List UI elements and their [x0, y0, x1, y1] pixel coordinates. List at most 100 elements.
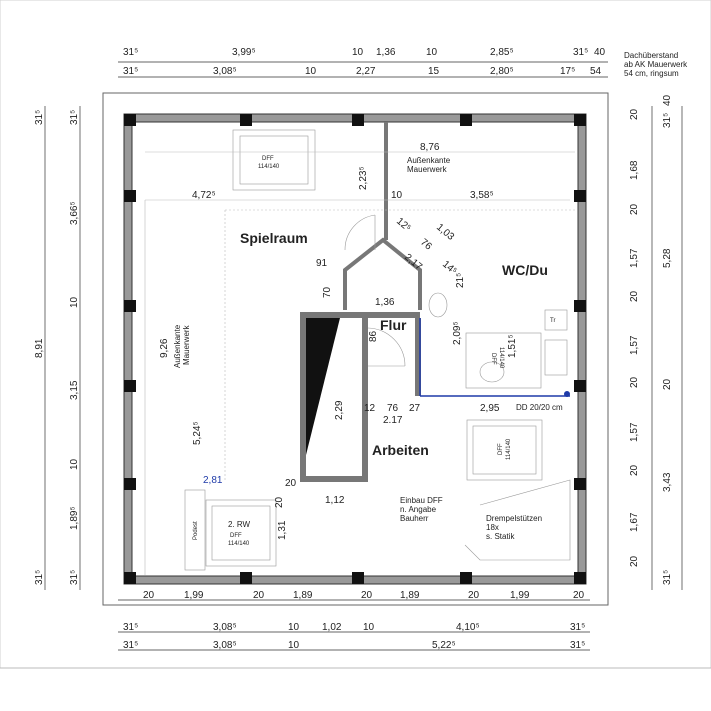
drempel-note: 18x [486, 523, 499, 532]
dim-text: 4,10⁵ [456, 622, 480, 633]
dim-text: 2,95 [480, 403, 500, 414]
dim-text: 1,89 [400, 590, 420, 601]
wall-post [124, 478, 136, 490]
door-swings [344, 214, 406, 367]
dim-text: 20 [629, 464, 640, 476]
skylight-label: 2. RW [228, 520, 251, 529]
wall-post [574, 572, 586, 584]
dim-text: 3,15 [69, 380, 80, 400]
dim-text: 31⁵ [69, 570, 80, 585]
wall-post [124, 300, 136, 312]
dim-text: 1,89⁵ [69, 506, 80, 530]
dim-text: 5,22⁵ [432, 640, 456, 651]
dim-text: 1,57 [629, 335, 640, 355]
dim-text: 20 [143, 590, 155, 601]
wall-post [574, 190, 586, 202]
dim-text: 10 [69, 296, 80, 308]
fixtures [144, 129, 575, 575]
overhang-note: 54 cm, ringsum [624, 69, 679, 78]
skylight-label: 114/140 [258, 164, 280, 170]
dim-text: 9,26 [159, 338, 170, 358]
dim-text: 31⁵ [662, 570, 673, 585]
dim-text: 3,08⁵ [213, 66, 237, 77]
dim-text: 10 [69, 458, 80, 470]
dim-text: 1,02 [322, 622, 342, 633]
dim-text: 20 [253, 590, 265, 601]
dim-text: 5,24⁵ [192, 421, 203, 445]
skylight-label: 114/140 [228, 541, 250, 547]
dim-text: 10 [352, 47, 364, 58]
dim-text: 2.17 [383, 415, 403, 426]
dim-text: 8,76 [420, 142, 440, 153]
skylight-label: 114/140 [506, 438, 512, 460]
dim-text: 20 [468, 590, 480, 601]
dim-text: 3,43 [662, 472, 673, 492]
dim-text: 40 [594, 47, 606, 58]
dim-text: 21⁵ [455, 273, 466, 288]
dim-text: 1,68 [629, 160, 640, 180]
dim-text: 40 [662, 94, 673, 106]
dim-text: 31⁵ [570, 640, 585, 651]
dim-text: 10 [305, 66, 317, 77]
drawing-frame [0, 0, 711, 669]
dim-text: 20 [629, 555, 640, 567]
wall-post [574, 380, 586, 392]
interior-dimensions: 8,76 Außenkante Mauerwerk 2,23⁵ 4,72⁵ 10… [159, 142, 563, 540]
dim-text: 15 [428, 66, 440, 77]
dim-text: 20 [662, 378, 673, 390]
dim-text: 31⁵ [570, 622, 585, 633]
wall-post [240, 572, 252, 584]
dim-text: 91 [316, 258, 328, 269]
dim-text: 1,36 [375, 297, 395, 308]
wall-post [460, 572, 472, 584]
dim-text: 12 [364, 403, 376, 414]
dim-text: 2,81 [203, 475, 223, 486]
dim-text: 1,12 [325, 495, 345, 506]
dim-note: Mauerwerk [407, 165, 448, 174]
dimension-lines [44, 61, 683, 651]
room-label-wc: WC/Du [502, 262, 548, 278]
right-dimensions: 20 1,68 20 1,57 20 1,57 20 1,57 20 1,67 … [629, 94, 673, 585]
dim-text: 20 [629, 108, 640, 120]
room-label-spielraum: Spielraum [240, 230, 308, 246]
skylight-label: DFF [262, 156, 274, 162]
wall-post [240, 114, 252, 126]
dim-text: 3,08⁵ [213, 622, 237, 633]
drempel-note: s. Statik [486, 532, 515, 541]
dim-text: 1,67 [629, 512, 640, 532]
dim-note: Außenkante [173, 324, 182, 368]
dim-text: 86 [368, 330, 379, 342]
dim-text: 27 [409, 403, 421, 414]
dim-text: 2,85⁵ [490, 47, 514, 58]
dim-text: 10 [288, 640, 300, 651]
room-labels: Spielraum WC/Du Flur Arbeiten [240, 230, 548, 458]
wall-post [124, 572, 136, 584]
install-note: Einbau DFF [400, 496, 443, 505]
dim-text: 31⁵ [123, 622, 138, 633]
wall-post [124, 114, 136, 126]
dim-text: 1,57 [629, 422, 640, 442]
dim-text: 2,29 [334, 400, 345, 420]
install-note: n. Angabe [400, 505, 437, 514]
drempel-note: Drempelstützen [486, 514, 542, 523]
dim-text: 20 [573, 590, 585, 601]
skylight-label: DFF [230, 533, 242, 539]
left-dimensions: 31⁵ 8,91 31⁵ 31⁵ 3,66⁵ 10 3,15 10 1,89⁵ … [34, 110, 80, 585]
dim-text: 31⁵ [69, 110, 80, 125]
dim-text: 10 [288, 622, 300, 633]
dim-text: 31⁵ [123, 66, 138, 77]
dim-text: 10 [391, 190, 403, 201]
dryer-label: Tr [550, 318, 555, 324]
dim-text: 1,99 [510, 590, 530, 601]
dim-text: 70 [322, 286, 333, 298]
dim-text: 20 [629, 290, 640, 302]
wall-post [352, 114, 364, 126]
podest-label: Podest [193, 521, 199, 540]
dim-text: 20 [361, 590, 373, 601]
dim-text: 20 [629, 203, 640, 215]
dim-text: 10 [426, 47, 438, 58]
wall-post [460, 114, 472, 126]
wall-post [124, 380, 136, 392]
dim-text: 20 [274, 496, 285, 508]
dim-text: 3,66⁵ [69, 201, 80, 225]
